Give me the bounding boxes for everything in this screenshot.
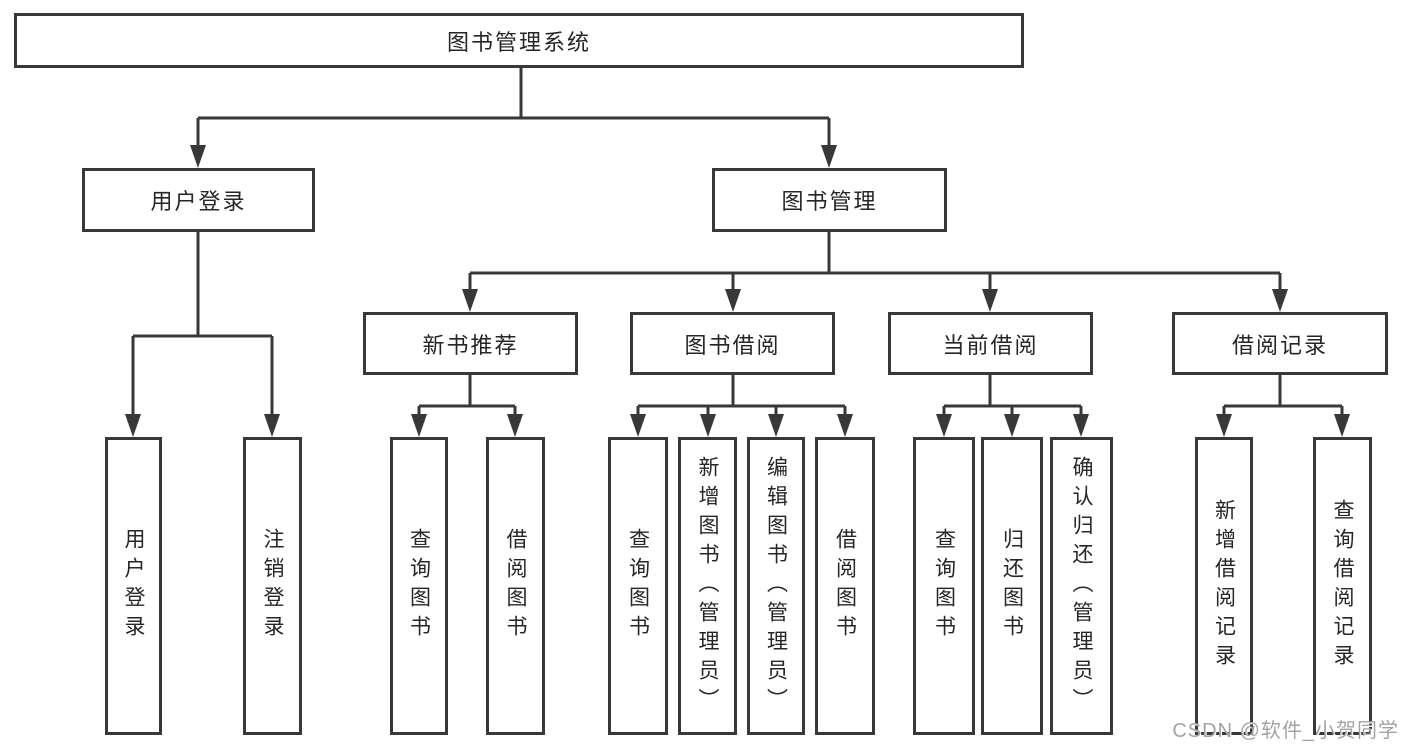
leaf-label: 新增借阅记录 [1212, 499, 1236, 673]
connector-book-mgmt-to-level3 [468, 232, 1282, 290]
arrowheads-level2 [190, 145, 837, 168]
arrowheads-new-book-children [411, 414, 523, 437]
node-borrowing-records: 借阅记录 [1172, 312, 1388, 375]
node-label: 用户登录 [150, 189, 247, 214]
leaf-label: 借阅图书 [504, 528, 528, 644]
arrowheads-level3 [462, 289, 1288, 312]
node-user-login: 用户登录 [82, 168, 315, 232]
node-label: 新书推荐 [422, 332, 519, 358]
leaf-return-books: 归还图书 [981, 437, 1043, 735]
leaf-label: 查询借阅记录 [1331, 499, 1355, 673]
leaf-label: 注销登录 [261, 528, 285, 644]
leaf-query-books-borrowing: 查询图书 [608, 437, 668, 735]
node-label: 借阅记录 [1231, 332, 1328, 358]
leaf-label: 查询图书 [626, 528, 650, 644]
connector-user-login-children [131, 232, 274, 415]
node-book-borrowing: 图书借阅 [630, 312, 835, 375]
connector-new-book-children [417, 375, 517, 415]
node-label: 图书管理系统 [446, 29, 591, 55]
node-book-management: 图书管理 [712, 168, 947, 232]
node-label: 图书借阅 [684, 332, 781, 358]
leaf-label: 归还图书 [1000, 528, 1024, 644]
leaf-user-login: 用户登录 [105, 437, 162, 735]
leaf-confirm-return-admin: 确认归还（管理员） [1050, 437, 1113, 735]
leaf-label: 新增图书（管理员） [696, 455, 720, 717]
leaf-add-borrow-record: 新增借阅记录 [1195, 437, 1253, 735]
leaf-query-books-recommend: 查询图书 [390, 437, 448, 735]
leaf-query-books-current: 查询图书 [913, 437, 975, 735]
leaf-edit-book-admin: 编辑图书（管理员） [747, 437, 805, 735]
leaf-borrow-books-recommend: 借阅图书 [486, 437, 545, 735]
leaf-label: 确认归还（管理员） [1070, 455, 1094, 717]
arrowheads-user-login-children [125, 414, 280, 437]
connector-root-to-level2 [196, 68, 831, 146]
node-current-borrowing: 当前借阅 [888, 312, 1093, 375]
csdn-watermark: CSDN @软件_小贺同学 [1172, 720, 1399, 742]
leaf-add-book-admin: 新增图书（管理员） [678, 437, 737, 735]
leaf-label: 查询图书 [407, 528, 431, 644]
leaf-query-borrow-record: 查询借阅记录 [1313, 437, 1372, 735]
connector-current-borrow-children [942, 375, 1083, 415]
leaf-label: 编辑图书（管理员） [764, 455, 788, 717]
arrowheads-book-borrow-children [630, 414, 853, 437]
leaf-label: 用户登录 [122, 528, 146, 644]
node-label: 当前借阅 [942, 332, 1039, 358]
node-root-system: 图书管理系统 [14, 13, 1024, 68]
arrowheads-borrow-records-children [1216, 414, 1350, 437]
leaf-label: 借阅图书 [833, 528, 857, 644]
node-new-book-recommend: 新书推荐 [363, 312, 578, 375]
connector-borrow-records-children [1222, 375, 1344, 415]
arrowheads-current-borrow-children [936, 414, 1089, 437]
node-label: 图书管理 [781, 189, 878, 214]
leaf-label: 查询图书 [932, 528, 956, 644]
leaf-borrow-books-borrowing: 借阅图书 [815, 437, 875, 735]
connector-book-borrow-children [636, 375, 847, 415]
leaf-logout-login: 注销登录 [243, 437, 302, 735]
